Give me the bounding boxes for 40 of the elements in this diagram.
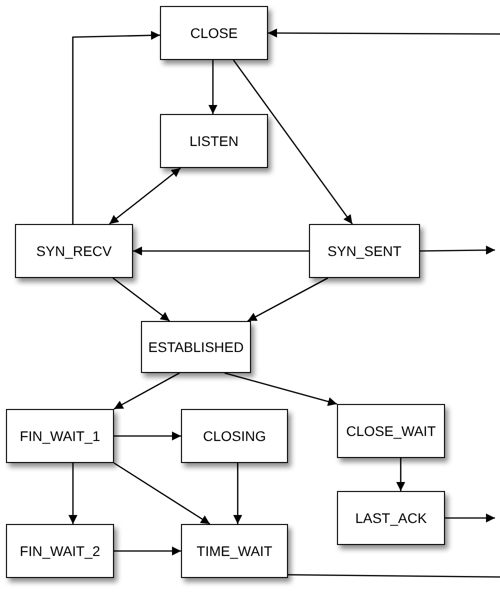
state-box [160,6,268,60]
arrow [233,463,242,524]
state-box [6,524,114,578]
arrow [114,462,210,525]
state-box [337,404,445,458]
state-name: TIME_WAIT [196,543,272,559]
arrow [112,277,170,322]
arrow [114,432,181,440]
state-box [309,224,420,278]
arrow [208,60,218,114]
arrow [133,246,309,256]
state-name: CLOSE [190,25,238,41]
state-name: ESTABLISHED [148,339,244,355]
state-box [181,524,288,578]
state-box [181,409,288,463]
state-name: LAST_ACK [355,510,427,526]
arrow [68,463,78,524]
arrow [247,277,328,322]
state-name: FIN_WAIT_2 [20,543,100,559]
state-name: FIN_WAIT_1 [20,428,100,444]
state-box [160,114,268,168]
arrow [232,60,353,224]
state-box [337,491,445,545]
arrow [109,167,181,225]
state-name: SYN_RECV [36,243,112,259]
arrow [268,28,500,38]
state-name: SYN_SENT [328,243,402,259]
state-box [15,224,133,278]
arrow [114,546,181,556]
state-box [141,321,251,373]
state-box [6,409,114,463]
arrow [420,246,495,255]
arrow [114,372,180,410]
state-name: CLOSE_WAIT [346,423,436,439]
arrow [396,458,406,491]
state-name: LISTEN [189,133,238,149]
state-name: CLOSING [202,428,266,444]
arrow [224,372,338,406]
arrow [445,514,495,522]
arrow [72,30,160,224]
